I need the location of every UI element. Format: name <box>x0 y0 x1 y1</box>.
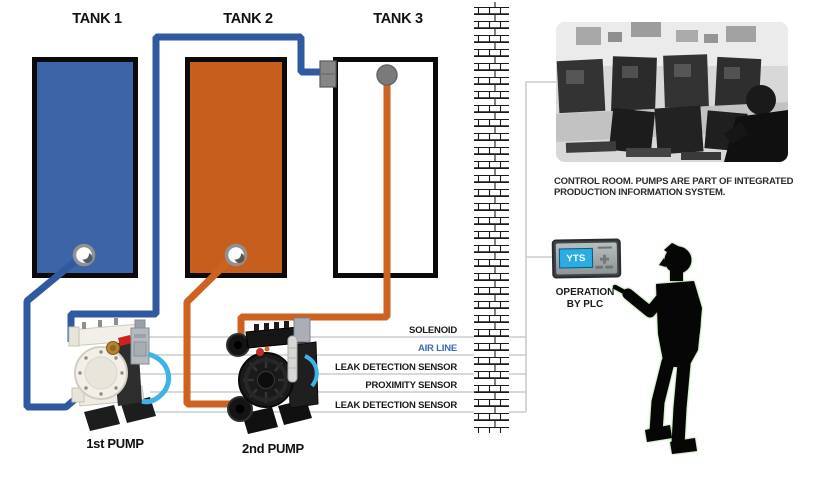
pump2-discharge-pipe <box>237 76 391 338</box>
leak-sensor-label-1: LEAK DETECTION SENSOR <box>335 362 457 373</box>
tank2-label: TANK 2 <box>223 11 273 27</box>
caption-line-1: CONTROL ROOM. PUMPS ARE PART OF INTEGRAT… <box>554 176 794 187</box>
solenoid-label: SOLENOID <box>408 325 457 336</box>
control-room-caption: CONTROL ROOM. PUMPS ARE PART OF INTEGRAT… <box>554 176 804 198</box>
plc-screen: YTS <box>558 247 594 269</box>
tank-1 <box>32 57 138 278</box>
plc-caption-line-1: OPERATION <box>555 287 615 298</box>
brick-wall <box>474 2 509 433</box>
caption-line-2: PRODUCTION INFORMATION SYSTEM. <box>554 187 726 198</box>
tank1-suction-pipe <box>23 251 87 411</box>
tanks-group <box>32 57 438 278</box>
plc-caption-line-2: BY PLC <box>566 298 604 310</box>
tank3-diptube-port <box>376 64 398 86</box>
pipes <box>23 33 391 411</box>
air-line-label: AIR LINE <box>417 343 457 354</box>
signal-bus <box>525 81 557 412</box>
pump-1 <box>68 318 172 431</box>
pump2-air-hose <box>304 354 319 388</box>
control-room-image <box>556 22 788 162</box>
tank3-label: TANK 3 <box>373 11 423 27</box>
pump1-label: 1st PUMP <box>86 436 144 451</box>
tank-ports <box>72 60 398 267</box>
leak-sensor-label-2: LEAK DETECTION SENSOR <box>335 400 457 411</box>
pump-2 <box>226 317 319 434</box>
proximity-sensor-label: PROXIMITY SENSOR <box>365 380 457 391</box>
tank-2 <box>185 57 287 278</box>
signal-lines <box>132 81 557 413</box>
pump2-label: 2nd PUMP <box>242 441 304 456</box>
tank1-label: TANK 1 <box>72 11 122 27</box>
pump1-discharge-pipe <box>67 33 322 342</box>
tank2-suction-pipe <box>183 251 246 408</box>
pump1-air-hose <box>141 351 172 405</box>
operator-silhouette <box>612 243 702 454</box>
plc-caption: OPERATION BY PLC <box>548 287 622 310</box>
